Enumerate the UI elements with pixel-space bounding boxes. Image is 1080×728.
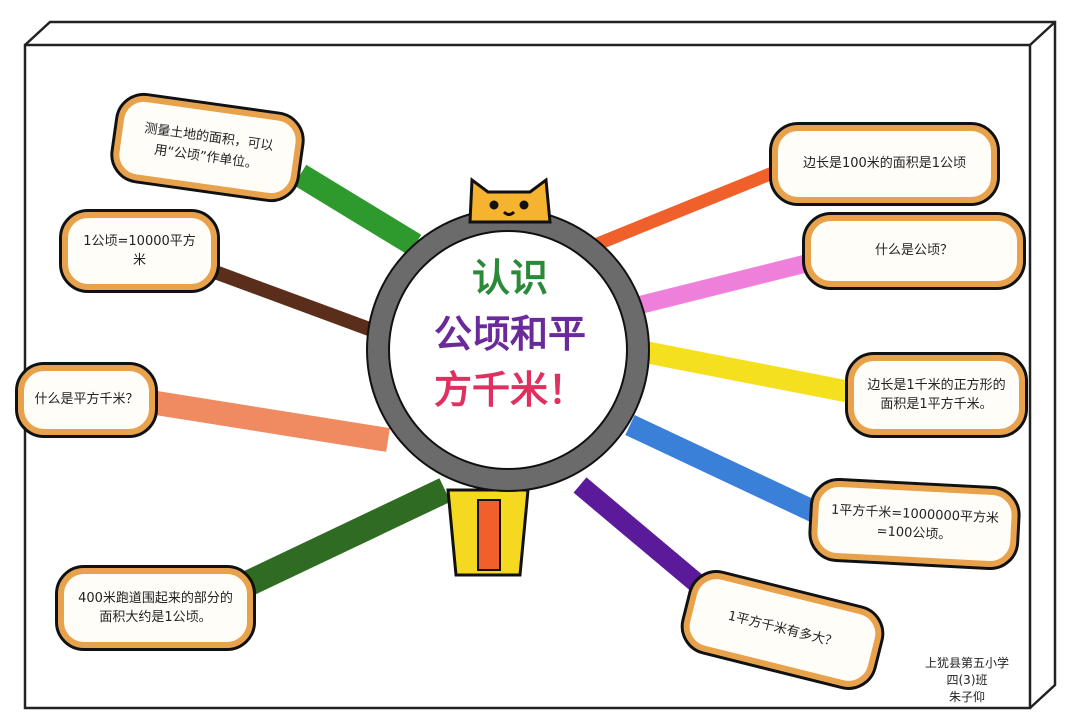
signature-school: 上犹县第五小学 [925, 656, 1010, 670]
bone-note: 什么是公顷？ [802, 212, 1026, 290]
branch-green [293, 164, 422, 256]
bone-note: 1公顷=10000平方米 [59, 209, 220, 293]
branch-purple [573, 477, 712, 598]
signature-class: 四(3)班 [946, 673, 988, 687]
branches [148, 163, 853, 598]
title-line-3: 方千米！ [433, 368, 586, 412]
branch-brown [212, 265, 375, 337]
stand [446, 488, 530, 577]
bone-note: 什么是平方千米？ [15, 362, 158, 438]
branch-salmon [148, 390, 390, 452]
signature: 上犹县第五小学 四(3)班 朱子仰 [925, 655, 1009, 706]
branch-orange [592, 163, 783, 252]
center-title: 认识 公顷和平 方千米！ [385, 250, 635, 418]
signature-name: 朱子仰 [949, 690, 986, 704]
branch-blue [625, 415, 820, 522]
bone-note: 边长是100米的面积是1公顷 [769, 122, 1000, 206]
title-line-2: 公顷和平 [433, 312, 586, 356]
bone-note: 400米跑道围起来的部分的面积大约是1公顷。 [55, 565, 256, 651]
branch-darkgreen [239, 478, 451, 597]
title-line-1: 认识 [471, 256, 548, 300]
bone-note: 1平方千米=1000000平方米=100公顷。 [807, 476, 1022, 572]
branch-pink [637, 253, 815, 314]
cat-icon [468, 177, 552, 224]
bone-note: 边长是1千米的正方形的面积是1平方千米。 [845, 352, 1028, 438]
branch-yellow [642, 341, 853, 403]
